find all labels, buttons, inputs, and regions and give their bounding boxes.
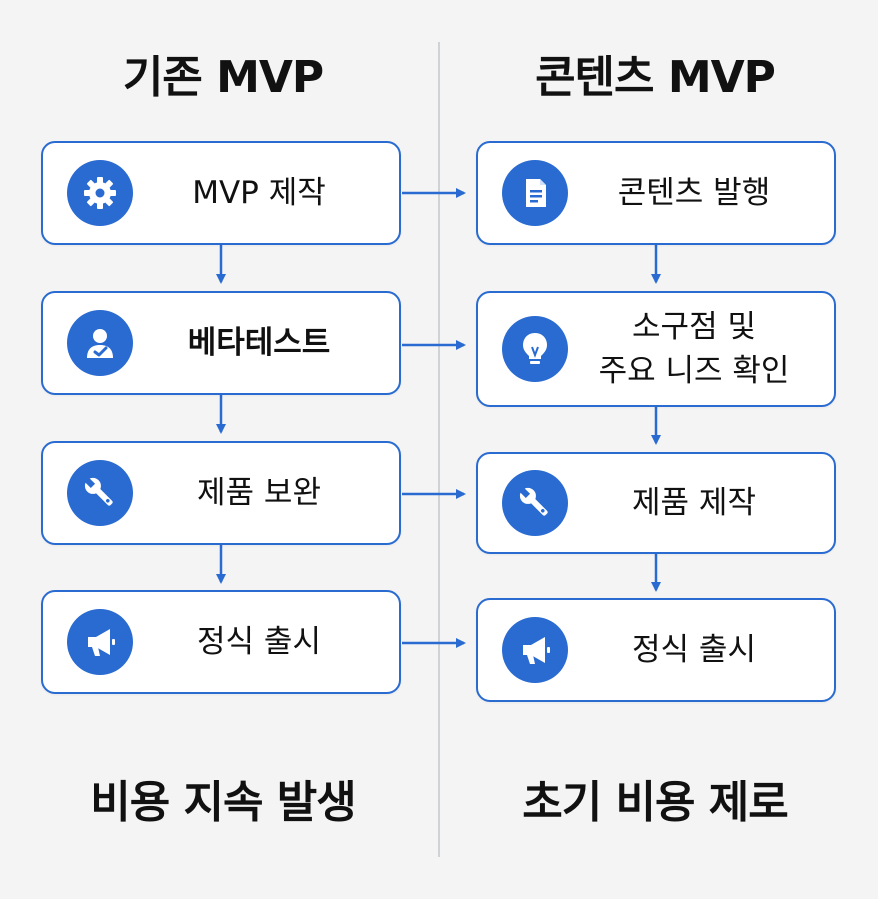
document-icon <box>502 160 568 226</box>
right-step-3-label: 제품 제작 <box>632 485 756 521</box>
right-column-title: 콘텐츠 MVP <box>535 52 776 103</box>
left-step-2: 베타테스트 <box>41 291 401 395</box>
left-step-4: 정식 출시 <box>41 590 401 694</box>
left-column-title: 기존 MVP <box>122 52 324 103</box>
right-step-1: 콘텐츠 발행 <box>476 141 836 245</box>
lightbulb-icon <box>502 316 568 382</box>
megaphone-icon <box>502 617 568 683</box>
right-step-4-label: 정식 출시 <box>632 632 756 668</box>
megaphone-icon <box>67 609 133 675</box>
right-step-2: 소구점 및 주요 니즈 확인 <box>476 291 836 407</box>
right-step-4: 정식 출시 <box>476 598 836 702</box>
right-step-3: 제품 제작 <box>476 452 836 554</box>
right-step-1-label: 콘텐츠 발행 <box>617 175 771 211</box>
left-step-3-label: 제품 보완 <box>197 475 321 511</box>
right-footer: 초기 비용 제로 <box>522 777 789 828</box>
wrench-icon <box>502 470 568 536</box>
left-step-1: MVP 제작 <box>41 141 401 245</box>
left-step-4-label: 정식 출시 <box>197 624 321 660</box>
left-footer: 비용 지속 발생 <box>90 777 357 828</box>
gear-icon <box>67 160 133 226</box>
left-step-2-label: 베타테스트 <box>187 325 331 361</box>
left-step-1-label: MVP 제작 <box>192 175 326 211</box>
user-check-icon <box>67 310 133 376</box>
left-step-3: 제품 보완 <box>41 441 401 545</box>
column-divider <box>438 42 440 857</box>
right-step-2-label: 소구점 및 주요 니즈 확인 <box>598 309 790 389</box>
wrench-icon <box>67 460 133 526</box>
